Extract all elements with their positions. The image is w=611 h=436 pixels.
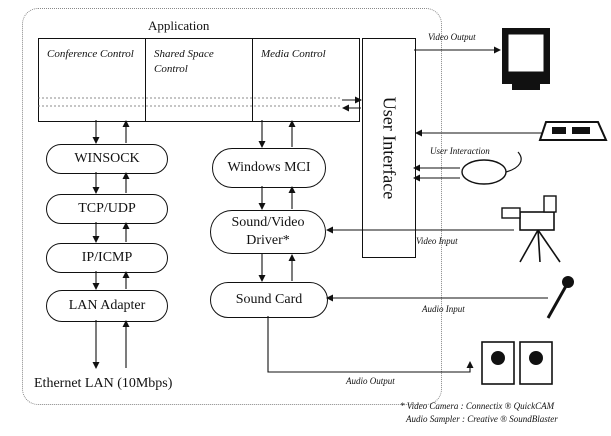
speakers-icon xyxy=(482,342,552,384)
keyboard-icon xyxy=(540,122,606,140)
camera-icon xyxy=(502,196,560,262)
mouse-icon xyxy=(462,152,521,184)
monitor-icon xyxy=(502,28,550,90)
microphone-icon xyxy=(548,276,574,318)
audio-output-arrow xyxy=(268,316,470,372)
